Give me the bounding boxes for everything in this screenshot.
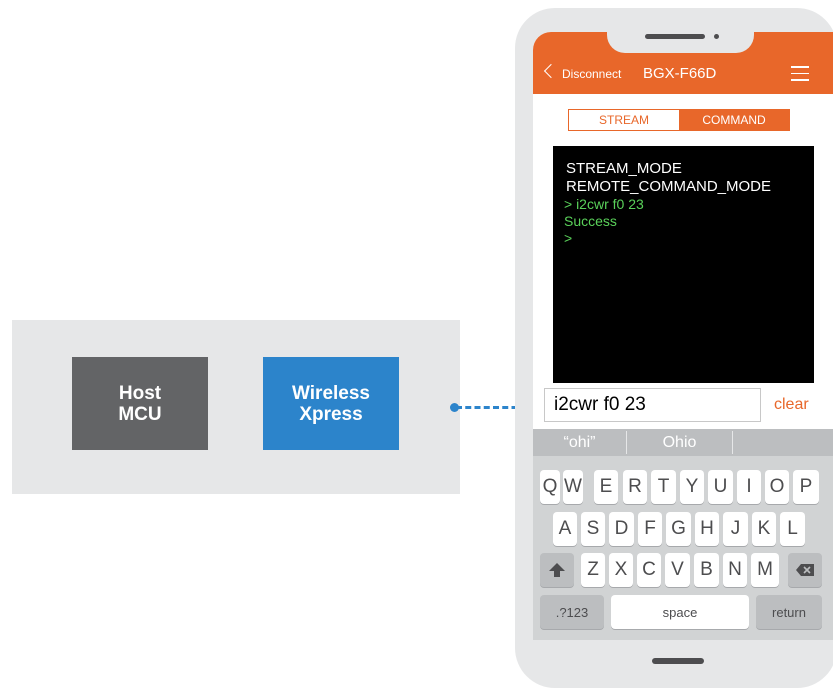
- connector-start-dot: [450, 403, 459, 412]
- tab-command[interactable]: COMMAND: [679, 110, 789, 130]
- key-h[interactable]: H: [695, 512, 719, 546]
- speaker-slot: [645, 34, 705, 39]
- key-l[interactable]: L: [780, 512, 805, 546]
- hamburger-menu-icon[interactable]: [791, 66, 809, 86]
- key-m[interactable]: M: [751, 553, 779, 587]
- suggestion-divider: [626, 431, 627, 454]
- terminal-output: STREAM_MODE REMOTE_COMMAND_MODE > i2cwr …: [553, 146, 814, 383]
- terminal-line: STREAM_MODE: [566, 160, 682, 177]
- suggestion-item[interactable]: “ohi”: [563, 434, 596, 451]
- key-i[interactable]: I: [737, 470, 761, 504]
- shift-key[interactable]: [540, 553, 574, 587]
- terminal-line: REMOTE_COMMAND_MODE: [566, 178, 772, 195]
- key-f[interactable]: F: [638, 512, 662, 546]
- return-key[interactable]: return: [756, 595, 822, 629]
- key-z[interactable]: Z: [581, 553, 605, 587]
- key-g[interactable]: G: [666, 512, 691, 546]
- key-t[interactable]: T: [651, 470, 676, 504]
- device-name-title: BGX-F66D: [643, 65, 717, 82]
- key-k[interactable]: K: [752, 512, 776, 546]
- key-u[interactable]: U: [708, 470, 733, 504]
- key-o[interactable]: O: [765, 470, 789, 504]
- space-key[interactable]: space: [611, 595, 749, 629]
- dashed-connector-line: [456, 406, 536, 409]
- terminal-line: Success: [564, 213, 617, 229]
- numbers-key[interactable]: .?123: [540, 595, 604, 629]
- key-s[interactable]: S: [581, 512, 605, 546]
- command-input[interactable]: [544, 388, 761, 422]
- backspace-icon: [796, 564, 814, 576]
- mode-tabs: STREAM COMMAND: [568, 109, 790, 131]
- disconnect-button[interactable]: Disconnect: [562, 67, 622, 81]
- key-d[interactable]: D: [609, 512, 634, 546]
- phone-notch: [607, 8, 754, 53]
- backspace-key[interactable]: [788, 553, 822, 587]
- terminal-line: >: [564, 230, 573, 246]
- tab-stream[interactable]: STREAM: [569, 110, 679, 130]
- key-b[interactable]: B: [694, 553, 719, 587]
- key-j[interactable]: J: [723, 512, 748, 546]
- terminal-line: > i2cwr f0 23: [564, 196, 644, 212]
- key-a[interactable]: A: [553, 512, 577, 546]
- key-c[interactable]: C: [637, 553, 661, 587]
- camera-dot: [714, 34, 719, 39]
- suggestion-item[interactable]: Ohio: [662, 434, 697, 451]
- shift-icon: [549, 563, 565, 577]
- key-r[interactable]: R: [623, 470, 647, 504]
- clear-button[interactable]: clear: [774, 396, 809, 413]
- key-q[interactable]: Q: [540, 470, 560, 504]
- key-e[interactable]: E: [594, 470, 618, 504]
- key-w[interactable]: W: [563, 470, 583, 504]
- suggestion-item[interactable]: [733, 429, 833, 456]
- suggestion-bar: [533, 429, 833, 456]
- host-mcu-label-line1: Host: [118, 382, 162, 404]
- home-indicator: [652, 658, 704, 664]
- key-v[interactable]: V: [665, 553, 690, 587]
- wireless-xpress-label-line1: Wireless: [292, 382, 370, 404]
- key-y[interactable]: Y: [680, 470, 704, 504]
- key-p[interactable]: P: [793, 470, 819, 504]
- wireless-xpress-label-line2: Xpress: [299, 403, 363, 425]
- suggestion-divider: [732, 431, 733, 454]
- host-mcu-label-line2: MCU: [118, 403, 162, 425]
- key-x[interactable]: X: [609, 553, 633, 587]
- key-n[interactable]: N: [723, 553, 747, 587]
